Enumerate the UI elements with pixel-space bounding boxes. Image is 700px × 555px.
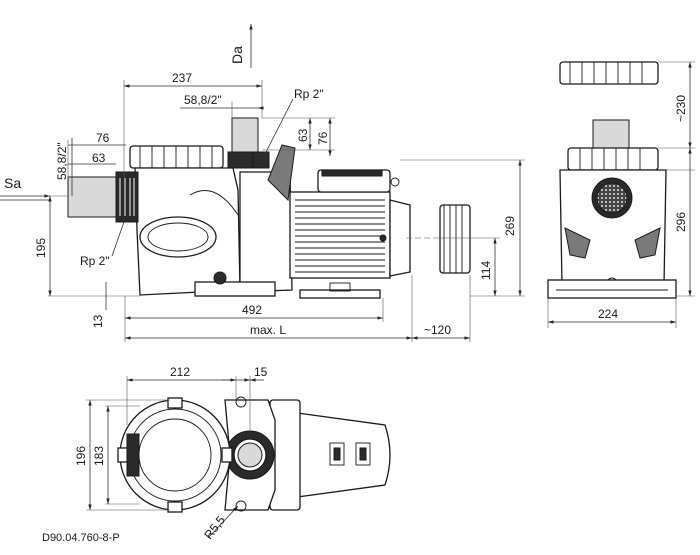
discharge-arrow: Da bbox=[229, 24, 253, 68]
dim-492: 492 bbox=[242, 303, 262, 317]
end-view-dimensions: ~230 296 224 bbox=[547, 61, 695, 328]
dim-13: 13 bbox=[91, 314, 105, 328]
label-rp-inlet: Rp 2" bbox=[80, 254, 110, 268]
label-da: Da bbox=[229, 46, 245, 64]
dim-76-right: 76 bbox=[316, 131, 330, 145]
dim-296: 296 bbox=[674, 212, 688, 232]
dim-237: 237 bbox=[172, 71, 192, 85]
dim-63-left: 63 bbox=[92, 151, 106, 165]
label-sa: Sa bbox=[4, 175, 21, 191]
dim-63-right: 63 bbox=[296, 128, 310, 142]
dim-196: 196 bbox=[74, 446, 88, 466]
label-rp-outlet: Rp 2" bbox=[294, 87, 324, 101]
side-view-dimensions: 237 58,8/2" 76 63 58,8/2" 63 76 195 13 bbox=[34, 71, 525, 342]
dim-224: 224 bbox=[598, 307, 618, 321]
drawing-number: D90.04.760-8-P bbox=[42, 532, 120, 544]
dim-58-left: 58,8/2" bbox=[55, 142, 69, 180]
top-view-pump bbox=[117, 396, 391, 513]
dim-120: ~120 bbox=[424, 323, 451, 337]
dim-212: 212 bbox=[170, 365, 190, 379]
dim-230: ~230 bbox=[674, 95, 688, 122]
dim-max-l: max. L bbox=[250, 323, 286, 337]
dim-76-left: 76 bbox=[96, 131, 110, 145]
dim-195: 195 bbox=[34, 238, 48, 258]
dim-269: 269 bbox=[503, 216, 517, 236]
dim-183: 183 bbox=[92, 446, 106, 466]
dim-15: 15 bbox=[254, 365, 268, 379]
side-view-pump bbox=[67, 117, 471, 299]
suction-arrow: Sa bbox=[0, 175, 50, 201]
dim-114: 114 bbox=[479, 261, 493, 280]
end-view-pump bbox=[547, 61, 677, 299]
dim-58-top: 58,8/2" bbox=[184, 93, 222, 107]
dim-r55: R5,5 bbox=[201, 513, 228, 542]
